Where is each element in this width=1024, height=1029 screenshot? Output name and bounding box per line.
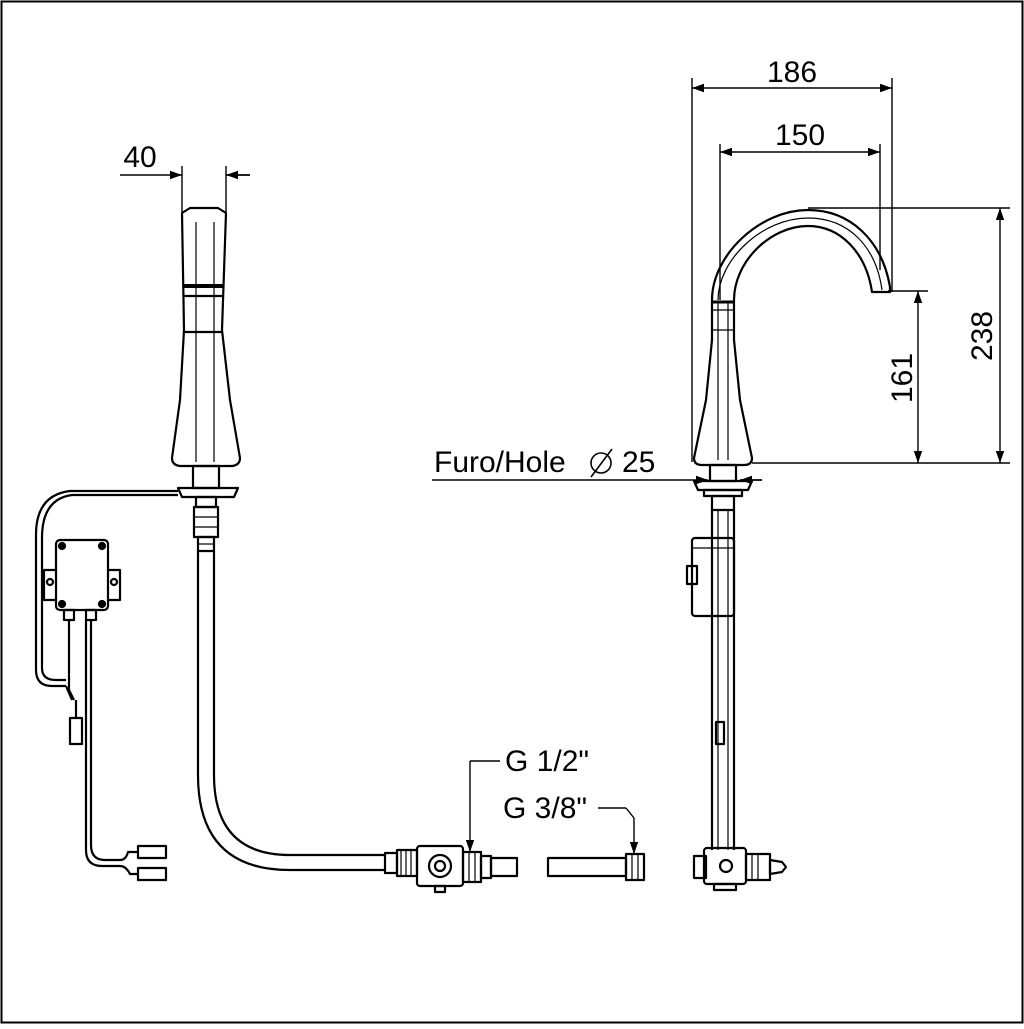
hole-label: Furo/Hole — [434, 446, 566, 479]
control-box — [54, 538, 110, 612]
connection-label-small: G 3/8" — [503, 792, 587, 825]
dimension-lines — [120, 78, 1010, 854]
side-control-box — [690, 536, 736, 618]
connection-label-large: G 1/2" — [505, 745, 589, 778]
side-view — [685, 208, 892, 892]
front-hose — [196, 551, 385, 872]
side-spout-body — [692, 208, 892, 467]
front-spout-body — [170, 206, 242, 468]
hole-diameter-value: 25 — [622, 446, 655, 479]
dim-spout-reach: 150 — [775, 119, 825, 152]
diameter-symbol — [590, 448, 613, 478]
dim-outlet-height: 161 — [886, 353, 919, 403]
dim-total-height: 238 — [966, 311, 999, 361]
dim-overall-reach: 186 — [767, 56, 817, 89]
front-view — [34, 206, 646, 894]
dim-spout-width: 40 — [123, 141, 156, 174]
